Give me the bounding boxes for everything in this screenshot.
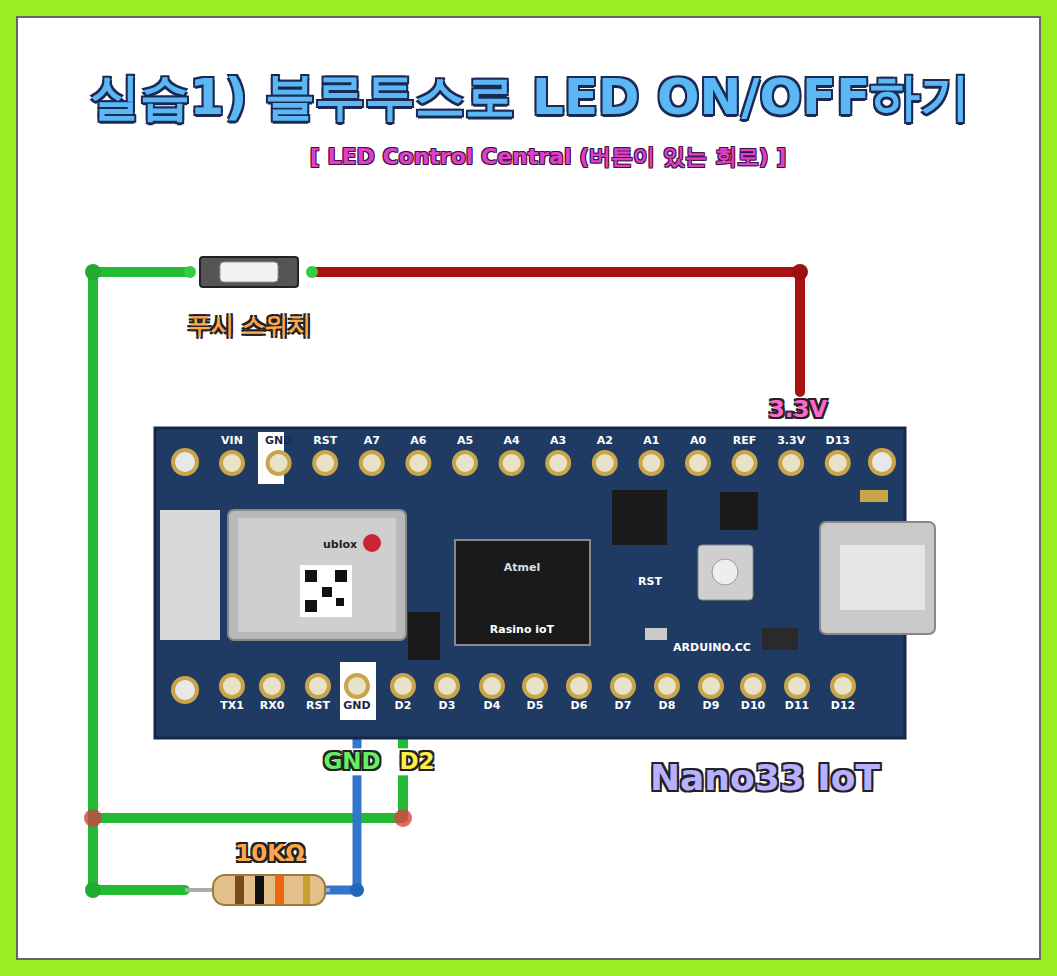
pin-name: RST bbox=[306, 700, 330, 712]
pin-name: A6 bbox=[410, 435, 426, 447]
pin-name: A2 bbox=[597, 435, 613, 447]
board-label: ARDUINO.CC bbox=[673, 642, 751, 654]
pin-name: A0 bbox=[690, 435, 706, 447]
pin-pad bbox=[687, 452, 709, 474]
pin-name: RST bbox=[313, 435, 337, 447]
part-label: 푸시 스위치 bbox=[188, 313, 311, 338]
pin-pad bbox=[221, 452, 243, 474]
title: 실습1) 블루투스로 LED ON/OFF하기 bbox=[90, 70, 971, 125]
pin-name: D4 bbox=[484, 700, 501, 712]
pin-name: D8 bbox=[659, 700, 676, 712]
pin-name: A5 bbox=[457, 435, 473, 447]
pin-pad bbox=[742, 675, 764, 697]
pin-pad bbox=[734, 452, 756, 474]
pin-pad bbox=[568, 675, 590, 697]
pin-name: A1 bbox=[643, 435, 659, 447]
pin-pad bbox=[268, 452, 290, 474]
subtitle: [ LED Control Central (버튼이 있는 회로) ] bbox=[310, 145, 787, 169]
pin-name: D12 bbox=[831, 700, 855, 712]
pin-pad bbox=[780, 452, 802, 474]
red-wire bbox=[312, 272, 800, 392]
pin-name: GND bbox=[343, 700, 370, 712]
pin-name: D5 bbox=[527, 700, 544, 712]
pin-pad bbox=[827, 452, 849, 474]
pin-callout: D2 bbox=[396, 748, 437, 775]
pin-name: A4 bbox=[504, 435, 520, 447]
pin-pad bbox=[346, 675, 368, 697]
pin-callout: 3.3V bbox=[769, 397, 828, 422]
pin-pad bbox=[656, 675, 678, 697]
pin-name: D13 bbox=[826, 435, 850, 447]
push-switch bbox=[184, 257, 318, 287]
pin-pad bbox=[314, 452, 336, 474]
pin-pad bbox=[640, 452, 662, 474]
pin-pad bbox=[407, 452, 429, 474]
pin-pad bbox=[501, 452, 523, 474]
pin-name: RX0 bbox=[260, 700, 285, 712]
pin-pad bbox=[436, 675, 458, 697]
pin-name: D11 bbox=[785, 700, 809, 712]
pin-pad bbox=[700, 675, 722, 697]
pin-pad bbox=[361, 452, 383, 474]
pin-pad bbox=[392, 675, 414, 697]
board-name: Nano33 IoT bbox=[650, 758, 880, 798]
pin-pad bbox=[786, 675, 808, 697]
resistor-symbol bbox=[185, 875, 330, 905]
pin-pad bbox=[547, 452, 569, 474]
pin-pad bbox=[481, 675, 503, 697]
pin-pad bbox=[261, 675, 283, 697]
pin-name: A3 bbox=[550, 435, 566, 447]
pin-name: D6 bbox=[571, 700, 588, 712]
pin-pad bbox=[454, 452, 476, 474]
pin-pad bbox=[524, 675, 546, 697]
pin-pad bbox=[612, 675, 634, 697]
chip-marking: ublox bbox=[323, 539, 357, 551]
pin-name: REF bbox=[733, 435, 757, 447]
chip-marking: Atmel bbox=[504, 562, 540, 574]
pin-name: 3.3V bbox=[777, 435, 805, 447]
frame bbox=[17, 17, 1040, 959]
board-label: Rasino ioT bbox=[490, 624, 554, 636]
pin-name: TX1 bbox=[220, 700, 244, 712]
nano33-iot-board bbox=[155, 428, 935, 738]
board-label: RST bbox=[638, 576, 662, 588]
pin-name: D2 bbox=[395, 700, 412, 712]
pin-name: D10 bbox=[741, 700, 765, 712]
pin-pad bbox=[832, 675, 854, 697]
pin-callout: GND bbox=[320, 748, 383, 775]
pin-name: D7 bbox=[615, 700, 632, 712]
pin-name: D3 bbox=[439, 700, 456, 712]
pin-pad bbox=[594, 452, 616, 474]
pin-name: VIN bbox=[221, 435, 243, 447]
pin-pad bbox=[221, 675, 243, 697]
value-label: 10KΩ bbox=[235, 841, 304, 866]
pin-name: A7 bbox=[364, 435, 380, 447]
pin-name: D9 bbox=[703, 700, 720, 712]
pin-pad bbox=[307, 675, 329, 697]
pin-name: GND bbox=[265, 435, 292, 447]
